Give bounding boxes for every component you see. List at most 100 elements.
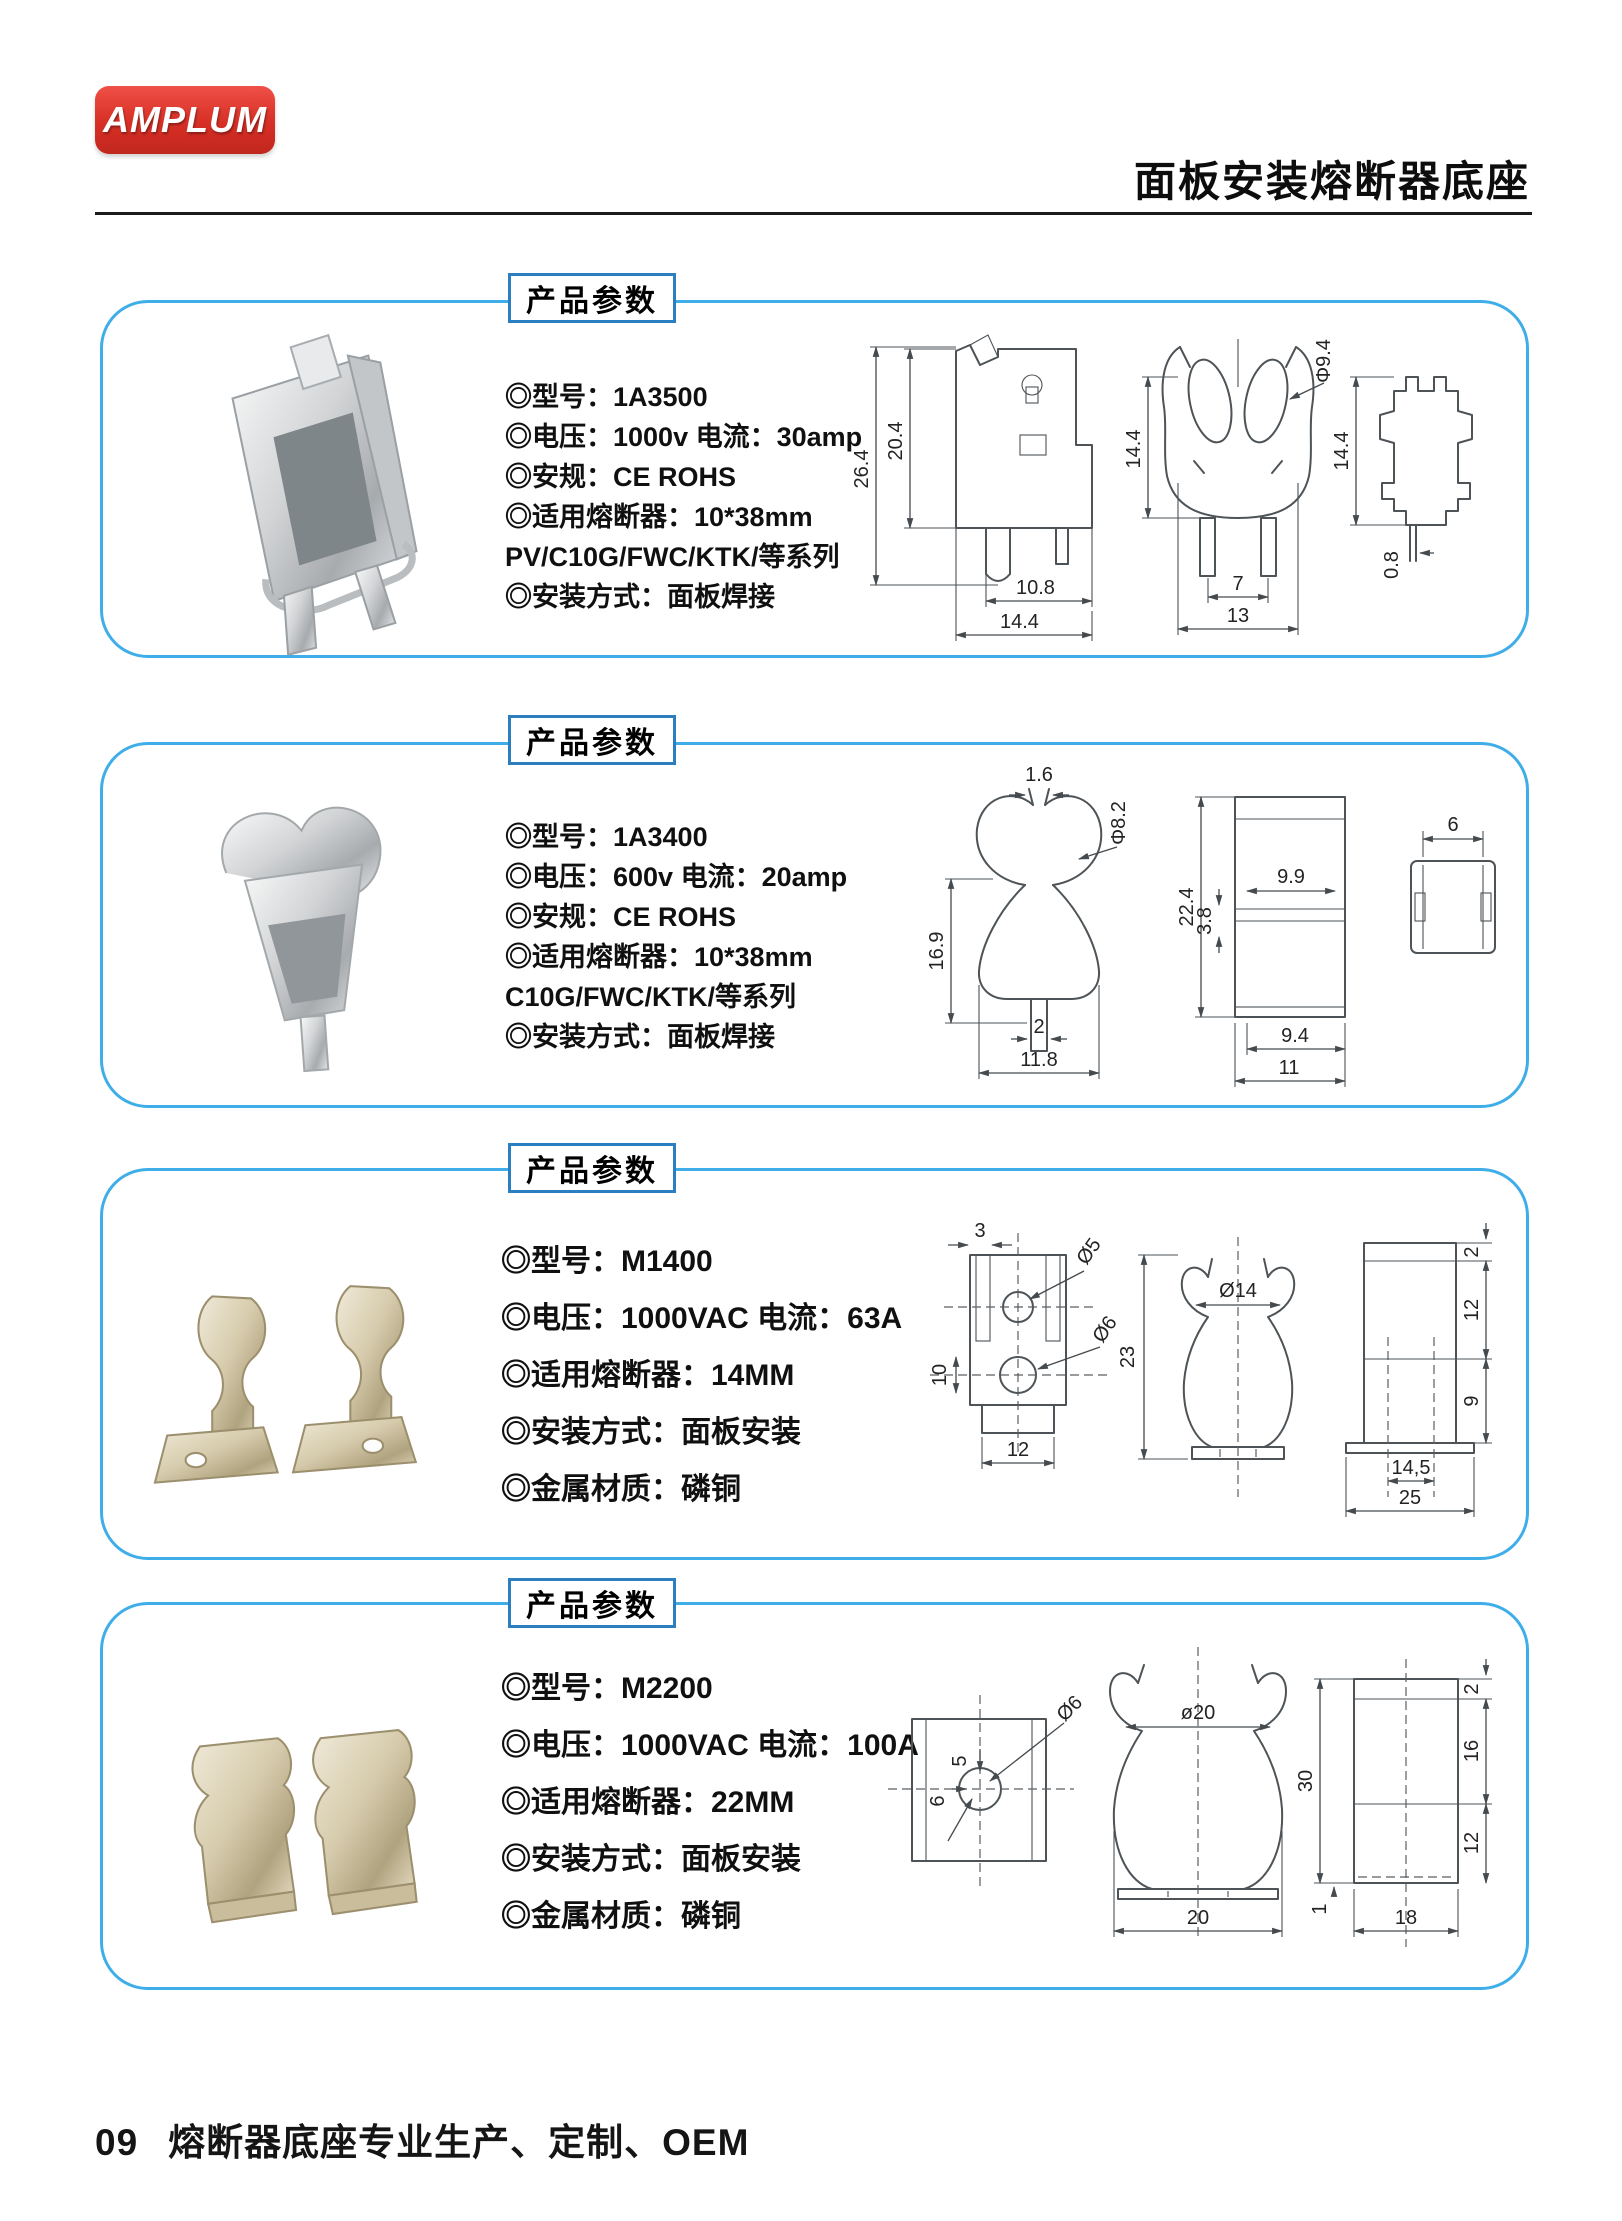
header-divider (95, 212, 1532, 215)
spec-line: ◎安规：CE ROHS (505, 902, 737, 932)
dim-label: 6 (1447, 814, 1458, 836)
dim-label: 12 (1461, 1832, 1483, 1854)
product-photo-m2200 (191, 1729, 418, 1924)
product-photo-1a3400 (221, 806, 382, 1073)
side-view: 30 2 16 12 1 18 (1295, 1659, 1492, 1947)
spec-list: ◎型号：M1400 ◎电压：1000VAC 电流：63A ◎适用熔断器：14MM… (501, 1233, 902, 1518)
dim-label: 2 (1461, 1683, 1483, 1694)
product-panel-m1400: ◎型号：M1400 ◎电压：1000VAC 电流：63A ◎适用熔断器：14MM… (100, 1168, 1529, 1560)
front-view: ø20 20 (1109, 1647, 1287, 1939)
product-photo-1a3500 (231, 333, 418, 655)
dim-label: 11 (1279, 1057, 1300, 1079)
spec-line: PV/C10G/FWC/KTK/等系列 (505, 542, 840, 572)
spec-line: C10G/FWC/KTK/等系列 (505, 982, 797, 1012)
dim-label: 7 (1232, 573, 1243, 595)
spec-line: ◎安规：CE ROHS (505, 462, 737, 492)
side-view: 22.4 9.9 3.8 9.4 11 (1176, 795, 1347, 1087)
front-view: 1.6 Φ8.2 16.9 2 11.8 (926, 764, 1130, 1079)
dim-label: 2 (1461, 1246, 1483, 1257)
dim-label: Ø6 (1053, 1692, 1087, 1726)
dim-label: 18 (1395, 1907, 1417, 1929)
front-view: 23 Ø14 (1117, 1237, 1296, 1497)
spec-line: ◎安装方式：面板焊接 (505, 1022, 775, 1052)
front-view: 14.4 7 13 Φ9.4 (1123, 339, 1335, 635)
side-view: 2 12 9 14,5 25 (1344, 1223, 1492, 1517)
footer-slogan: 熔断器底座专业生产、定制、OEM (168, 2122, 750, 2163)
dim-label: Ø5 (1072, 1234, 1105, 1268)
dim-label: 12 (1461, 1299, 1483, 1321)
dim-label: 30 (1295, 1770, 1317, 1792)
side-view: 26.4 20.4 10.8 14.4 (851, 334, 1094, 641)
dim-label: 12 (1007, 1439, 1029, 1461)
section-title-2: 产品参数 (508, 715, 676, 765)
page-number: 09 (95, 2122, 139, 2163)
dim-label: 16.9 (926, 932, 948, 971)
dim-label: 25 (1399, 1487, 1421, 1509)
dim-label: 11.8 (1020, 1049, 1057, 1071)
section-title-1: 产品参数 (508, 273, 676, 323)
product-photo-m1400 (153, 1285, 418, 1484)
spec-line: ◎金属材质：磷铜 (501, 1900, 741, 1933)
dim-label: 3.8 (1194, 907, 1216, 935)
spec-list: ◎型号：M2200 ◎电压：1000VAC 电流：100A ◎适用熔断器：22M… (501, 1660, 919, 1945)
dim-label: 9.4 (1281, 1025, 1309, 1047)
dim-label: 23 (1117, 1346, 1139, 1368)
dim-label: 0.8 (1381, 551, 1403, 579)
spec-list: ◎型号：1A3500 ◎电压：1000v 电流：30amp ◎安规：CE ROH… (505, 377, 862, 617)
spec-line: ◎电压：600v 电流：20amp (505, 862, 848, 892)
spec-line: ◎型号：M1400 (501, 1245, 713, 1278)
product-panel-1a3500: ◎型号：1A3500 ◎电压：1000v 电流：30amp ◎安规：CE ROH… (100, 300, 1529, 658)
technical-drawing-1a3500: 26.4 20.4 10.8 14.4 (851, 334, 1473, 641)
dim-label: 13 (1227, 605, 1249, 627)
spec-line: ◎安装方式：面板安装 (501, 1416, 801, 1449)
spec-line: ◎适用熔断器：10*38mm (505, 942, 813, 972)
technical-drawing-m2200: Ø6 5 6 ø20 20 30 (888, 1647, 1492, 1947)
technical-drawing-m1400: 3 Ø5 Ø6 10 12 23 Ø14 (929, 1220, 1492, 1517)
dim-label: 22.4 (1176, 888, 1198, 927)
spec-line: ◎适用熔断器：22MM (501, 1786, 795, 1819)
spec-line: ◎电压：1000VAC 电流：63A (501, 1302, 903, 1335)
dim-label: 10.8 (1016, 577, 1055, 599)
spec-line: ◎安装方式：面板焊接 (505, 582, 775, 612)
dim-label: 3 (974, 1220, 985, 1242)
technical-drawing-1a3400: 1.6 Φ8.2 16.9 2 11.8 2 (926, 764, 1496, 1087)
dim-label: 9 (1461, 1395, 1483, 1406)
dim-label: 14.4 (1331, 432, 1353, 471)
spec-line: ◎适用熔断器：14MM (501, 1359, 795, 1392)
spec-line: ◎型号：1A3500 (505, 382, 708, 412)
dim-label: 26.4 (851, 450, 873, 489)
spec-line: ◎金属材质：磷铜 (501, 1473, 741, 1506)
blank-view: 3 Ø5 Ø6 10 12 (929, 1220, 1122, 1469)
dim-label: Ø14 (1219, 1280, 1257, 1302)
dim-label: Φ9.4 (1313, 339, 1335, 383)
dim-label: 1.6 (1025, 764, 1053, 786)
dim-label: ø20 (1181, 1702, 1215, 1724)
blank-view: Ø6 5 6 (888, 1692, 1087, 1887)
dim-label: 14,5 (1392, 1457, 1431, 1479)
spec-line: ◎适用熔断器：10*38mm (505, 502, 813, 532)
dim-label: 16 (1461, 1740, 1483, 1762)
dim-label: 14.4 (1000, 611, 1039, 633)
blank-view: 14.4 0.8 (1331, 375, 1473, 579)
page-title: 面板安装熔断器底座 (1133, 158, 1530, 205)
product-panel-m2200: ◎型号：M2200 ◎电压：1000VAC 电流：100A ◎适用熔断器：22M… (100, 1602, 1529, 1990)
spec-line: ◎型号：1A3400 (505, 822, 708, 852)
page-footer: 09 熔断器底座专业生产、定制、OEM (95, 2112, 749, 2166)
section-title-3: 产品参数 (508, 1143, 676, 1193)
top-view: 6 (1410, 814, 1496, 954)
dim-label: 20.4 (885, 422, 907, 461)
dim-label: 2 (1033, 1016, 1044, 1038)
spec-line: ◎电压：1000v 电流：30amp (505, 422, 863, 452)
dim-label: Ø6 (1088, 1312, 1121, 1346)
dim-label: 14.4 (1123, 430, 1145, 469)
dim-label: 1 (1309, 1903, 1331, 1914)
spec-line: ◎型号：M2200 (501, 1672, 713, 1705)
dim-label: Φ8.2 (1108, 801, 1130, 845)
spec-list: ◎型号：1A3400 ◎电压：600v 电流：20amp ◎安规：CE ROHS… (505, 817, 847, 1057)
spec-line: ◎安装方式：面板安装 (501, 1843, 801, 1876)
product-panel-1a3400: ◎型号：1A3400 ◎电压：600v 电流：20amp ◎安规：CE ROHS… (100, 742, 1529, 1108)
dim-label: 9.9 (1277, 866, 1305, 888)
brand-logo: AMPLUM (95, 86, 275, 154)
section-title-4: 产品参数 (508, 1578, 676, 1628)
